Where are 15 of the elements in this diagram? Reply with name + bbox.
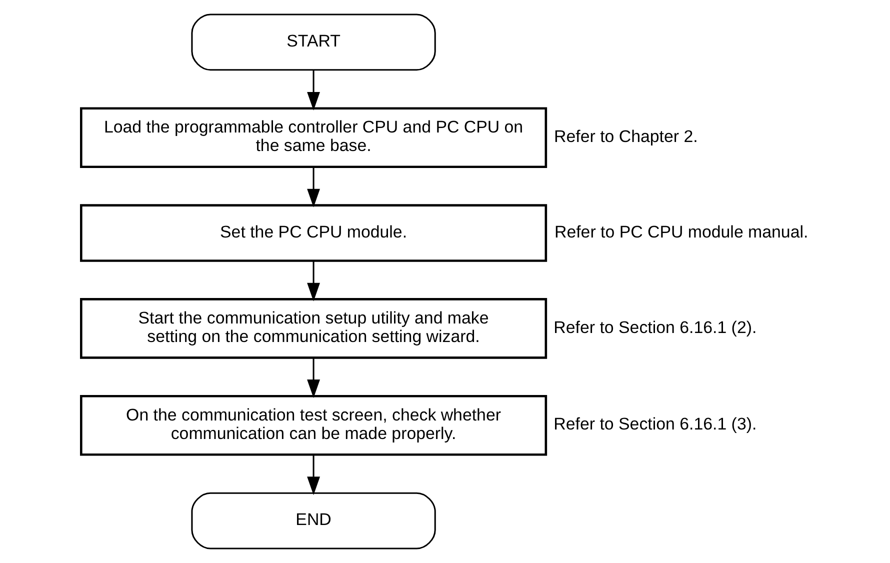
- node-box: START: [190, 14, 436, 71]
- arrow: [306, 358, 320, 398]
- node-box: On the communication test screen, check whether communication can be made properly.: [80, 395, 547, 456]
- node-label: Refer to Section 6.16.1 (3).: [553, 414, 756, 434]
- arrow: [306, 454, 320, 496]
- node-box: END: [190, 492, 436, 550]
- node-box: Set the PC CPU module.: [80, 204, 547, 262]
- node-box: Start the communication setup utility and make setting on the communication setting wizard.: [80, 298, 547, 359]
- arrow: [306, 260, 320, 302]
- arrow: [306, 70, 320, 111]
- node-label: Refer to Chapter 2.: [554, 126, 698, 146]
- node-label: Refer to Section 6.16.1 (2).: [553, 318, 756, 337]
- node-label: Refer to PC CPU module manual.: [554, 222, 808, 242]
- node-box: Load the programmable controller CPU and PC CPU on the same base.: [80, 107, 547, 168]
- arrow: [306, 166, 320, 208]
